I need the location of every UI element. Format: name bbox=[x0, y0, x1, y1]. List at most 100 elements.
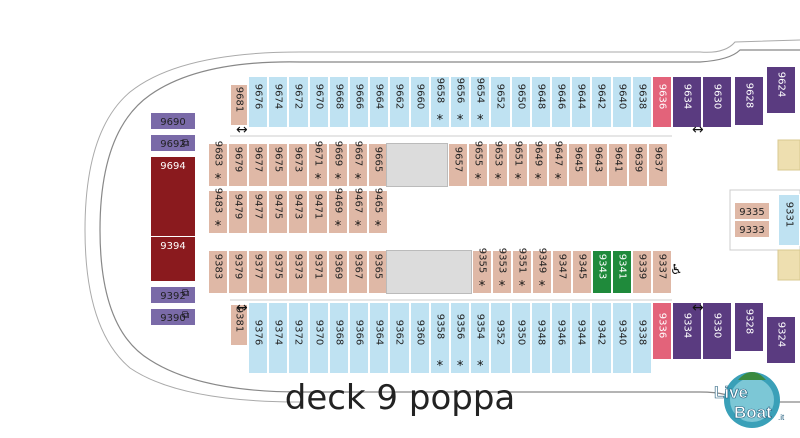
cabin-9465[interactable]: 9465* bbox=[368, 188, 388, 234]
cabin-9643[interactable]: 9643 bbox=[588, 143, 608, 187]
cabin-9479[interactable]: 9479 bbox=[228, 190, 248, 234]
cabin-9358[interactable]: 9358* bbox=[429, 302, 450, 374]
cabin-9658[interactable]: 9658* bbox=[429, 76, 450, 128]
cabin-9477[interactable]: 9477 bbox=[248, 190, 268, 234]
cabin-9337[interactable]: 9337 bbox=[652, 250, 672, 294]
cabin-9657[interactable]: 9657 bbox=[448, 143, 468, 187]
cabin-9469[interactable]: 9469* bbox=[328, 188, 348, 234]
cabin-9364[interactable]: 9364 bbox=[369, 302, 390, 374]
cabin-9328[interactable]: 9328 bbox=[734, 302, 764, 352]
cabin-9352[interactable]: 9352 bbox=[490, 302, 511, 374]
cabin-9692[interactable]: 9692 bbox=[150, 134, 196, 152]
cabin-9652[interactable]: 9652 bbox=[490, 76, 511, 128]
cabin-9644[interactable]: 9644 bbox=[571, 76, 592, 128]
cabin-9335[interactable]: 9335 bbox=[734, 202, 770, 220]
cabin-9672[interactable]: 9672 bbox=[288, 76, 309, 128]
cabin-9342[interactable]: 9342 bbox=[591, 302, 612, 374]
cabin-9360[interactable]: 9360 bbox=[409, 302, 430, 374]
cabin-9665[interactable]: 9665 bbox=[368, 143, 388, 187]
cabin-9366[interactable]: 9366 bbox=[349, 302, 370, 374]
cabin-9394[interactable]: 9394 bbox=[150, 236, 196, 282]
cabin-9339[interactable]: 9339 bbox=[632, 250, 652, 294]
cabin-9676[interactable]: 9676 bbox=[248, 76, 269, 128]
cabin-9651[interactable]: 9651* bbox=[508, 141, 528, 187]
cabin-9674[interactable]: 9674 bbox=[268, 76, 289, 128]
cabin-9390[interactable]: 9390 bbox=[150, 308, 196, 326]
cabin-9351[interactable]: 9351* bbox=[512, 248, 532, 294]
cabin-9355[interactable]: 9355* bbox=[472, 248, 492, 294]
cabin-9670[interactable]: 9670 bbox=[308, 76, 329, 128]
cabin-9642[interactable]: 9642 bbox=[591, 76, 612, 128]
cabin-9694[interactable]: 9694 bbox=[150, 156, 196, 240]
cabin-9647[interactable]: 9647* bbox=[548, 141, 568, 187]
cabin-9349[interactable]: 9349* bbox=[532, 248, 552, 294]
cabin-9344[interactable]: 9344 bbox=[571, 302, 592, 374]
cabin-9654[interactable]: 9654* bbox=[470, 76, 491, 128]
cabin-9353[interactable]: 9353* bbox=[492, 248, 512, 294]
cabin-9690[interactable]: 9690 bbox=[150, 112, 196, 130]
cabin-9324[interactable]: 9324 bbox=[766, 316, 796, 364]
cabin-9683[interactable]: 9683* bbox=[208, 141, 228, 187]
cabin-9664[interactable]: 9664 bbox=[369, 76, 390, 128]
cabin-9348[interactable]: 9348 bbox=[530, 302, 551, 374]
cabin-9649[interactable]: 9649* bbox=[528, 141, 548, 187]
cabin-9673[interactable]: 9673 bbox=[288, 143, 308, 187]
cabin-9371[interactable]: 9371 bbox=[308, 250, 328, 294]
cabin-9365[interactable]: 9365 bbox=[368, 250, 388, 294]
cabin-9679[interactable]: 9679 bbox=[228, 143, 248, 187]
cabin-9336[interactable]: 9336 bbox=[652, 302, 672, 360]
cabin-9333[interactable]: 9333 bbox=[734, 220, 770, 238]
cabin-9347[interactable]: 9347 bbox=[552, 250, 572, 294]
cabin-9662[interactable]: 9662 bbox=[389, 76, 410, 128]
cabin-9667[interactable]: 9667* bbox=[348, 141, 368, 187]
cabin-9646[interactable]: 9646 bbox=[551, 76, 572, 128]
cabin-9367[interactable]: 9367 bbox=[348, 250, 368, 294]
cabin-9638[interactable]: 9638 bbox=[631, 76, 652, 128]
cabin-9681[interactable]: 9681 bbox=[230, 84, 248, 126]
cabin-9475[interactable]: 9475 bbox=[268, 190, 288, 234]
cabin-9331[interactable]: 9331 bbox=[778, 194, 800, 246]
cabin-9640[interactable]: 9640 bbox=[611, 76, 632, 128]
cabin-9471[interactable]: 9471 bbox=[308, 190, 328, 234]
cabin-9369[interactable]: 9369 bbox=[328, 250, 348, 294]
cabin-9345[interactable]: 9345 bbox=[572, 250, 592, 294]
cabin-9379[interactable]: 9379 bbox=[228, 250, 248, 294]
cabin-9354[interactable]: 9354* bbox=[470, 302, 491, 374]
cabin-9334[interactable]: 9334 bbox=[672, 302, 702, 360]
cabin-9376[interactable]: 9376 bbox=[248, 302, 269, 374]
cabin-9650[interactable]: 9650 bbox=[510, 76, 531, 128]
cabin-9370[interactable]: 9370 bbox=[308, 302, 329, 374]
cabin-9675[interactable]: 9675 bbox=[268, 143, 288, 187]
cabin-9624[interactable]: 9624 bbox=[766, 66, 796, 114]
cabin-9671[interactable]: 9671* bbox=[308, 141, 328, 187]
cabin-9346[interactable]: 9346 bbox=[551, 302, 572, 374]
cabin-9636[interactable]: 9636 bbox=[652, 76, 672, 128]
cabin-9356[interactable]: 9356* bbox=[450, 302, 471, 374]
cabin-9392[interactable]: 9392 bbox=[150, 286, 196, 304]
cabin-9483[interactable]: 9483* bbox=[208, 188, 228, 234]
cabin-9645[interactable]: 9645 bbox=[568, 143, 588, 187]
cabin-9473[interactable]: 9473 bbox=[288, 190, 308, 234]
cabin-9383[interactable]: 9383 bbox=[208, 250, 228, 294]
cabin-9341[interactable]: 9341 bbox=[612, 250, 632, 294]
cabin-9655[interactable]: 9655* bbox=[468, 141, 488, 187]
cabin-9641[interactable]: 9641 bbox=[608, 143, 628, 187]
cabin-9375[interactable]: 9375 bbox=[268, 250, 288, 294]
cabin-9373[interactable]: 9373 bbox=[288, 250, 308, 294]
cabin-9653[interactable]: 9653* bbox=[488, 141, 508, 187]
cabin-9377[interactable]: 9377 bbox=[248, 250, 268, 294]
cabin-9343[interactable]: 9343 bbox=[592, 250, 612, 294]
cabin-9381[interactable]: 9381 bbox=[230, 304, 248, 346]
cabin-9362[interactable]: 9362 bbox=[389, 302, 410, 374]
cabin-9330[interactable]: 9330 bbox=[702, 302, 732, 360]
cabin-9669[interactable]: 9669* bbox=[328, 141, 348, 187]
cabin-9666[interactable]: 9666 bbox=[349, 76, 370, 128]
cabin-9634[interactable]: 9634 bbox=[672, 76, 702, 128]
cabin-9656[interactable]: 9656* bbox=[450, 76, 471, 128]
cabin-9338[interactable]: 9338 bbox=[631, 302, 652, 374]
cabin-9350[interactable]: 9350 bbox=[510, 302, 531, 374]
cabin-9637[interactable]: 9637 bbox=[648, 143, 668, 187]
cabin-9340[interactable]: 9340 bbox=[611, 302, 632, 374]
cabin-9372[interactable]: 9372 bbox=[288, 302, 309, 374]
cabin-9374[interactable]: 9374 bbox=[268, 302, 289, 374]
